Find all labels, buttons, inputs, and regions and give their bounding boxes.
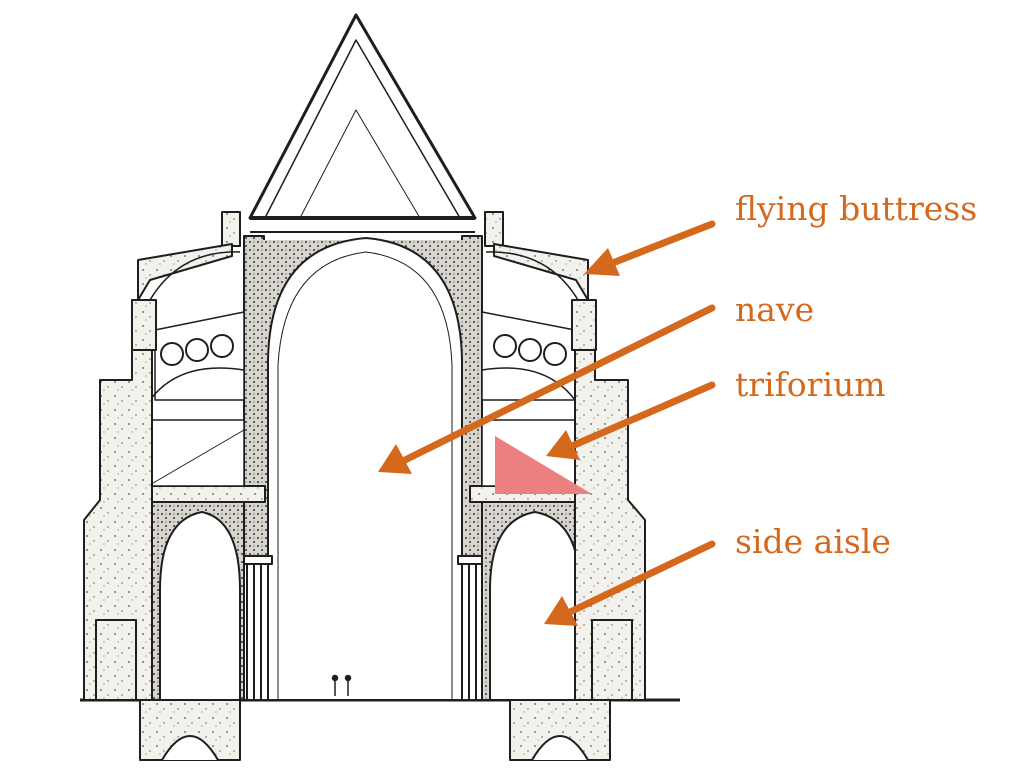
roof [248, 13, 477, 233]
triforium-label: triforium [735, 365, 886, 404]
side-aisle-arrow [544, 540, 716, 626]
flying-buttress-arrow [584, 220, 716, 276]
pinnacle [484, 211, 504, 247]
nave-arrow [378, 304, 716, 474]
pinnacle [221, 211, 241, 247]
left-buttress [83, 243, 241, 701]
nave-label: nave [735, 290, 815, 329]
triforium-arrow [546, 381, 716, 460]
right-aisle [469, 311, 601, 701]
human-figures [331, 674, 352, 696]
side-aisle-label: side aisle [735, 522, 891, 561]
flying-buttress-label: flying buttress [735, 189, 978, 228]
triforium-highlight [495, 436, 592, 494]
foundation [80, 698, 680, 761]
nave-vault [267, 237, 463, 701]
